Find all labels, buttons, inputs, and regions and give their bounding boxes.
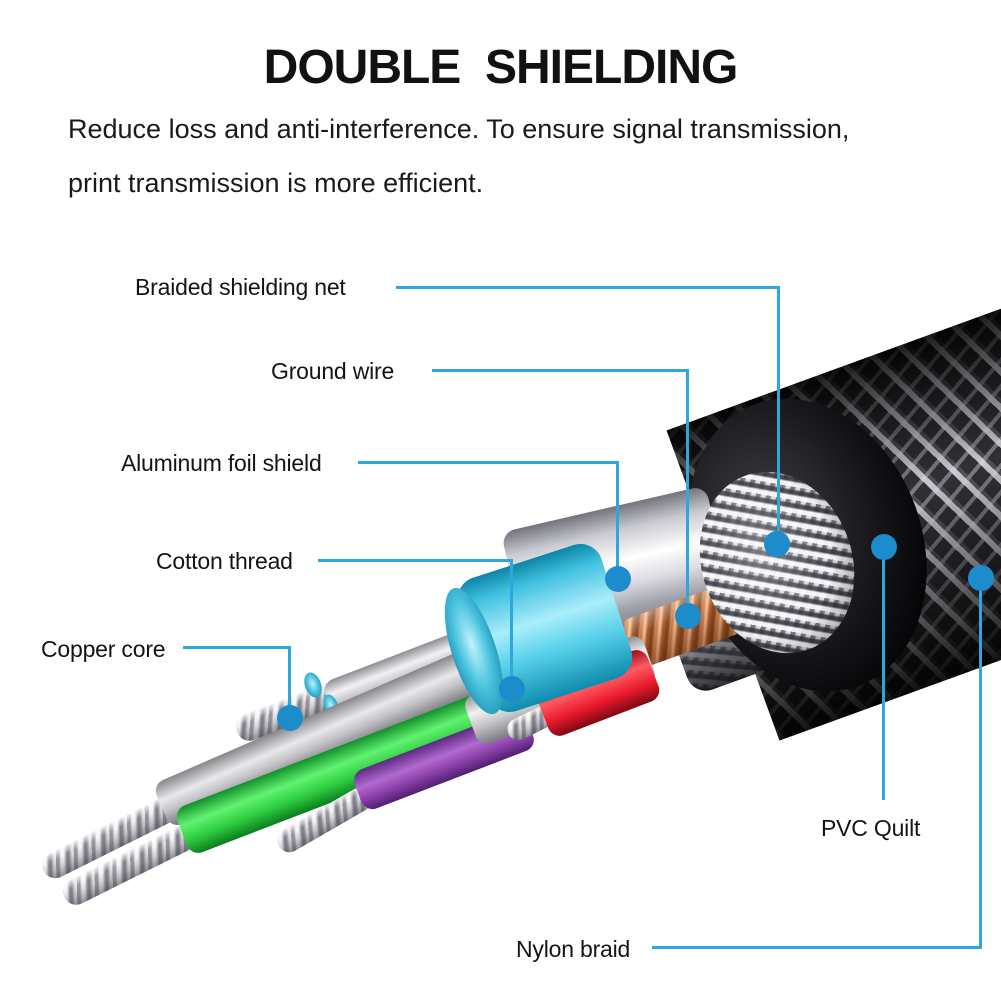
leader-cotton-thread-h: [318, 559, 513, 562]
label-nylon-braid: Nylon braid: [516, 936, 631, 962]
description-line-2: print transmission is more efficient.: [68, 168, 484, 198]
leader-nylon-braid-h: [652, 946, 982, 949]
callout-dot-ground-wire: [675, 603, 701, 629]
leader-pvc-quilt-v: [882, 547, 885, 800]
description-line-1: Reduce loss and anti-interference. To en…: [68, 114, 850, 144]
label-pvc-quilt: PVC Quilt: [821, 815, 921, 841]
leader-copper-core-v: [288, 646, 291, 718]
leader-cotton-thread-v: [510, 559, 513, 689]
leader-braided-shielding-net-h: [396, 286, 780, 289]
leader-aluminum-foil-shield-v: [616, 461, 619, 579]
callout-dot-braided-shielding-net: [764, 531, 790, 557]
leader-aluminum-foil-shield-h: [358, 461, 619, 464]
label-ground-wire: Ground wire: [271, 358, 395, 384]
leader-ground-wire-h: [432, 369, 688, 372]
leader-copper-core-h: [183, 646, 291, 649]
callout-dot-copper-core: [277, 705, 303, 731]
callout-dot-aluminum-foil-shield: [605, 566, 631, 592]
leader-braided-shielding-net-v: [777, 286, 780, 544]
callout-dot-cotton-thread: [499, 676, 525, 702]
leader-nylon-braid-v: [979, 578, 982, 948]
page-title: DOUBLE SHIELDING: [263, 41, 739, 94]
callout-dot-nylon-braid: [968, 565, 994, 591]
callout-dot-pvc-quilt: [871, 534, 897, 560]
label-braided-shielding-net: Braided shielding net: [135, 274, 346, 300]
label-cotton-thread: Cotton thread: [156, 548, 293, 574]
leader-ground-wire-v: [686, 369, 689, 616]
label-copper-core: Copper core: [41, 636, 166, 662]
label-aluminum-foil-shield: Aluminum foil shield: [121, 450, 322, 476]
